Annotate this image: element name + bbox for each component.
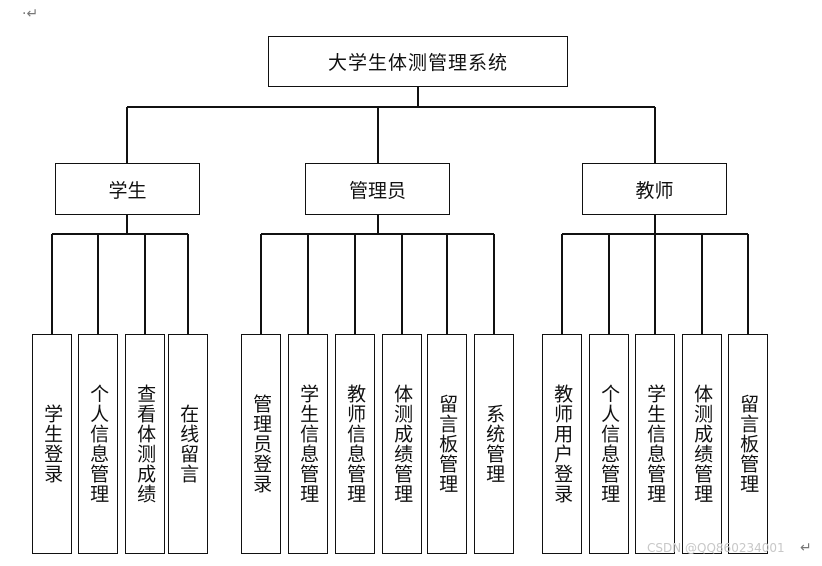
leaf-label: 学生信息管理 [644,384,667,504]
node-teacher-label: 教师 [635,179,674,202]
leaf-student-login: 学生登录 [32,334,72,554]
node-teacher: 教师 [582,163,727,215]
leaf-label: 学生信息管理 [297,384,320,504]
leaf-label: 体测成绩管理 [391,384,414,504]
leaf-label: 体测成绩管理 [691,384,714,504]
leaf-teacher-student-info: 学生信息管理 [635,334,675,554]
leaf-label: 管理员登录 [250,394,273,494]
leaf-admin-board: 留言板管理 [427,334,467,554]
watermark: CSDN @QQ860234001 [647,541,785,555]
leaf-label: 学生登录 [41,404,64,484]
root-node: 大学生体测管理系统 [268,36,568,87]
leaf-teacher-board: 留言板管理 [728,334,768,554]
leaf-label: 教师信息管理 [344,384,367,504]
root-node-label: 大学生体测管理系统 [327,52,508,74]
leaf-admin-teacher-info: 教师信息管理 [335,334,375,554]
leaf-admin-scores: 体测成绩管理 [382,334,422,554]
leaf-label: 留言板管理 [436,394,459,494]
leaf-student-profile: 个人信息管理 [78,334,118,554]
leaf-admin-login: 管理员登录 [241,334,281,554]
leaf-label: 个人信息管理 [87,384,110,504]
leaf-label: 系统管理 [483,404,506,484]
node-admin-label: 管理员 [348,179,406,202]
node-student-label: 学生 [108,179,147,202]
leaf-label: 在线留言 [177,404,200,484]
leaf-label: 教师用户登录 [551,384,574,504]
leaf-teacher-scores: 体测成绩管理 [682,334,722,554]
leaf-student-message: 在线留言 [168,334,208,554]
paragraph-mark: ·↵ [22,6,39,22]
leaf-label: 留言板管理 [737,394,760,494]
return-mark: ↵ [800,540,812,556]
leaf-admin-student-info: 学生信息管理 [288,334,328,554]
leaf-student-scores: 查看体测成绩 [125,334,165,554]
leaf-label: 查看体测成绩 [134,384,157,504]
leaf-admin-system: 系统管理 [474,334,514,554]
leaf-teacher-login: 教师用户登录 [542,334,582,554]
node-student: 学生 [55,163,200,215]
leaf-teacher-profile: 个人信息管理 [589,334,629,554]
node-admin: 管理员 [305,163,450,215]
leaf-label: 个人信息管理 [598,384,621,504]
